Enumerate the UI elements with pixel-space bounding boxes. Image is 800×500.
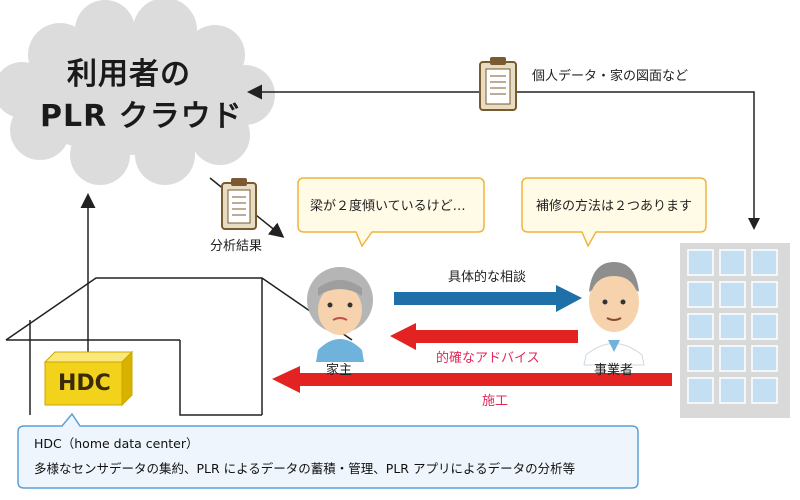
contractor-speech-text: 補修の方法は２つあります xyxy=(536,199,693,214)
clipboard-icon xyxy=(479,57,517,111)
hdc-device xyxy=(43,350,134,407)
homeowner-speech-bubble xyxy=(297,177,485,248)
consultation-arrow xyxy=(394,285,582,312)
cloud-shape xyxy=(0,0,275,185)
construction-arrow xyxy=(272,366,672,393)
arrow-down-to-building xyxy=(748,218,760,230)
analysis-label: 分析結果 xyxy=(210,239,263,254)
consultation-label: 具体的な相談 xyxy=(448,270,527,285)
homeowner-figure xyxy=(307,267,373,362)
clipboard-icon-analysis xyxy=(221,178,257,230)
contractor-label: 事業者 xyxy=(594,363,634,378)
info-box xyxy=(17,412,639,489)
top-arrow-label: 個人データ・家の図面など xyxy=(532,69,689,84)
cloud-title-line1: 利用者の xyxy=(67,57,191,92)
cloud-title-line2: PLR クラウド xyxy=(40,99,243,134)
info-line-1: HDC（home data center） xyxy=(34,436,199,451)
hdc-label: HDC xyxy=(58,371,111,396)
office-building xyxy=(680,243,790,418)
house-outline xyxy=(5,277,353,416)
homeowner-speech-text: 梁が２度傾いているけど… xyxy=(310,199,466,214)
advice-arrow xyxy=(390,323,578,350)
contractor-speech-bubble xyxy=(521,177,707,248)
homeowner-label: 家主 xyxy=(326,363,353,378)
advice-label: 的確なアドバイス xyxy=(436,351,540,366)
contractor-figure xyxy=(583,262,645,366)
data-flow-arrow xyxy=(247,84,755,225)
info-line-2: 多様なセンサデータの集約、PLR によるデータの蓄積・管理、PLR アプリによる… xyxy=(34,461,576,476)
construction-label: 施工 xyxy=(482,394,509,409)
